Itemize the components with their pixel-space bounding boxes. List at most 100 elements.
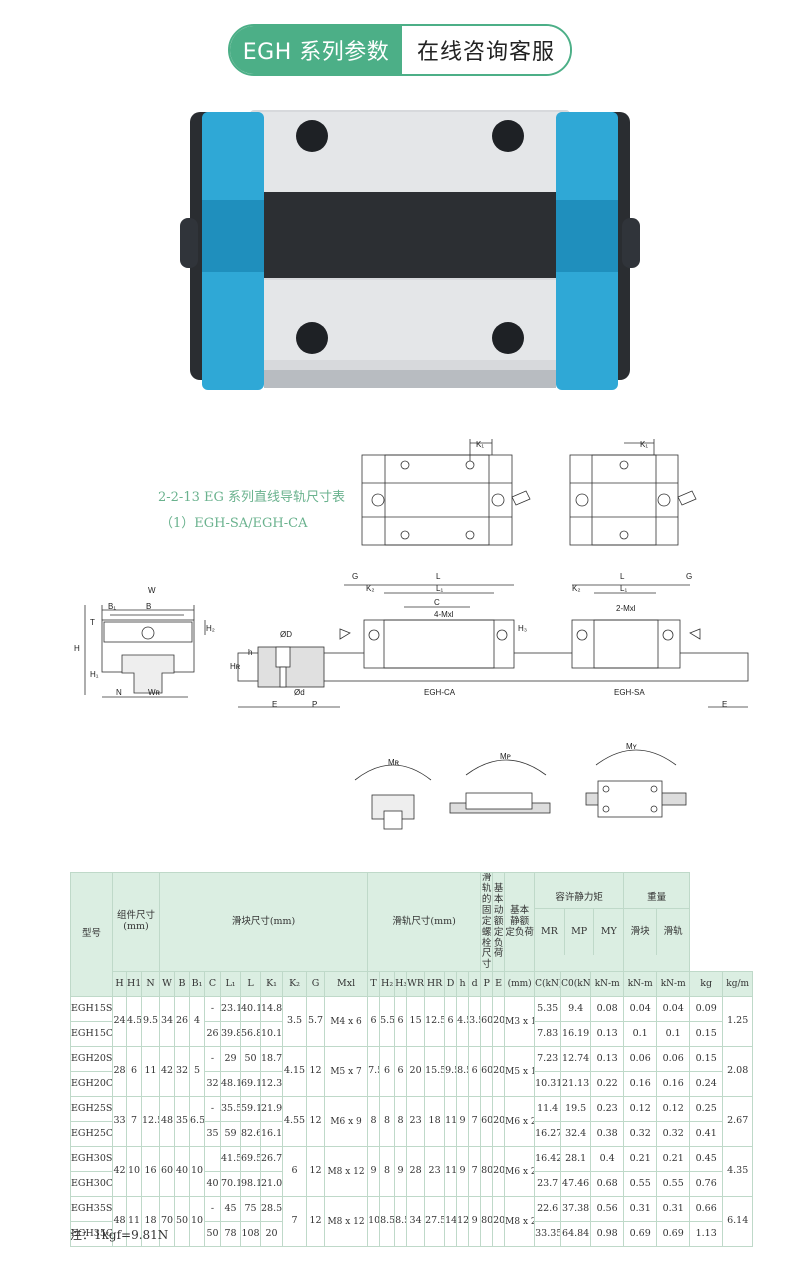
table-cell: 10 [367, 1196, 381, 1248]
table-cell: 0.56 [590, 1196, 625, 1223]
table-cell: M3 x 16 [504, 996, 536, 1048]
table-cell: 59.1 [240, 1096, 262, 1123]
subheader-cell: T [367, 971, 381, 998]
col-mp: MP [563, 909, 594, 956]
subheader-cell: Mxl [324, 971, 369, 998]
table-cell: 20 [492, 1146, 506, 1198]
table-cell: 0.15 [689, 1046, 724, 1073]
table-caption: 2-2-13 EG 系列直线导轨尺寸表 [158, 490, 346, 505]
table-cell: 50 [204, 1221, 222, 1248]
table-cell: 6 [282, 1146, 308, 1198]
col-dyn: 基本 动额 定负荷 [492, 871, 506, 973]
table-cell: 11 [140, 1046, 161, 1098]
col-weight-title: 重量 [647, 892, 667, 904]
col-weight-block: 滑块 [630, 925, 650, 937]
subheader-cell: L [240, 971, 262, 998]
table-cell: 0.21 [656, 1146, 691, 1173]
table-cell: 42 [112, 1146, 127, 1198]
table-cell: 14.8 [260, 996, 284, 1023]
table-cell: M8 x 12 [324, 1146, 369, 1198]
table-cell: 24 [112, 996, 127, 1048]
table-cell: 11 [444, 1146, 458, 1198]
table-cell: 26 [204, 1021, 222, 1048]
col-model: 型号 [70, 871, 113, 998]
subheader-cell: E [492, 971, 506, 998]
side-view [237, 584, 749, 708]
table-cell: 9.5 [444, 1046, 458, 1098]
label-k1-ca: K₁ [476, 440, 484, 449]
table-cell: 78 [220, 1221, 242, 1248]
label-c: C [434, 598, 440, 607]
technical-drawings: K₁ K₁ W B₁ B T H₂ H H₁ N Wʀ ØD h Hʀ Ød E… [74, 439, 749, 830]
label-e-right: E [722, 700, 727, 709]
col-static: 基本 静额 定负荷 [504, 871, 536, 973]
table-cell: 10 [126, 1146, 142, 1198]
label-h: H [74, 644, 80, 653]
subheader-cell: C(kN) [534, 971, 562, 998]
table-cell: M5 x 16 [504, 1046, 536, 1098]
table-cell: 35 [204, 1121, 222, 1148]
table-cell: 7.23 [534, 1046, 562, 1073]
table-cell: - [204, 996, 222, 1023]
table-cell: 0.76 [689, 1171, 724, 1198]
table-cell: 12.74 [560, 1046, 592, 1073]
table-cell: 12 [306, 1096, 326, 1148]
label-k2-sa: K₂ [572, 584, 580, 593]
subheader-cell: W [159, 971, 176, 998]
table-cell: 40 [204, 1171, 222, 1198]
table-cell: 12.5 [140, 1096, 161, 1148]
table-cell: 27.5 [424, 1196, 446, 1248]
table-cell: M8 x 25 [504, 1196, 536, 1248]
table-cell: 7 [126, 1096, 142, 1148]
table-cell: 50 [174, 1196, 191, 1248]
table-cell: 15 [406, 996, 426, 1048]
subheader-cell: kN-m [590, 971, 625, 998]
table-cell: 0.12 [623, 1096, 658, 1123]
table-cell: 33.35 [534, 1221, 562, 1248]
label-l-sa: L [620, 572, 625, 581]
product-photo [180, 110, 640, 390]
table-cell: 6 [379, 1046, 396, 1098]
label-e-left: E [272, 700, 277, 709]
table-cell: 21.13 [560, 1071, 592, 1098]
label-small-h: h [248, 648, 252, 657]
table-cell: 23 [424, 1146, 446, 1198]
table-cell: 0.31 [656, 1196, 691, 1223]
spec-table: 型号 组件尺寸 (mm) 滑块尺寸(mm) 滑轨尺寸(mm) 滑轨的 固定螺 栓… [70, 871, 754, 1248]
header-pill[interactable]: EGH 系列参数 在线咨询客服 [228, 24, 572, 76]
label-phi-d-big: ØD [280, 630, 292, 639]
table-cell: 5.5 [379, 996, 396, 1048]
subheader-cell: kg [689, 971, 724, 998]
table-cell: 21.05 [260, 1171, 284, 1198]
table-cell: 16 [140, 1146, 161, 1198]
col-moment: 容许静力矩 MR MP MY [534, 871, 625, 973]
subheader-cell: kN-m [623, 971, 658, 998]
table-cell: 60 [480, 996, 494, 1048]
label-wr: Wʀ [148, 688, 161, 697]
table-cell: 0.16 [623, 1071, 658, 1098]
label-4-mxl: 4-Mxl [434, 610, 454, 619]
table-cell: 0.1 [656, 1021, 691, 1048]
table-cell: 2.67 [722, 1096, 754, 1148]
table-cell: 41.5 [220, 1146, 242, 1173]
label-egh-sa: EGH-SA [614, 688, 645, 697]
table-cell: 9 [456, 1146, 470, 1198]
table-cell: 6 [126, 1046, 142, 1098]
table-cell: 11 [126, 1196, 142, 1248]
table-cell: 42 [159, 1046, 176, 1098]
table-cell: 29 [220, 1046, 242, 1073]
subheader-cell: H [112, 971, 127, 998]
table-cell: M6 x 20 [504, 1096, 536, 1148]
subheader-cell: N [140, 971, 161, 998]
col-block: 滑块尺寸(mm) [159, 871, 369, 973]
online-consult-button[interactable]: 在线咨询客服 [402, 26, 570, 74]
label-l-ca: L [436, 572, 441, 581]
table-cell: 60 [480, 1046, 494, 1098]
table-cell: 0.13 [590, 1021, 625, 1048]
subheader-cell: K₂ [282, 971, 308, 998]
subheader-cell: HR [424, 971, 446, 998]
label-b1: B₁ [108, 602, 116, 611]
table-cell: 8 [379, 1146, 396, 1198]
table-cell: 0.55 [623, 1171, 658, 1198]
